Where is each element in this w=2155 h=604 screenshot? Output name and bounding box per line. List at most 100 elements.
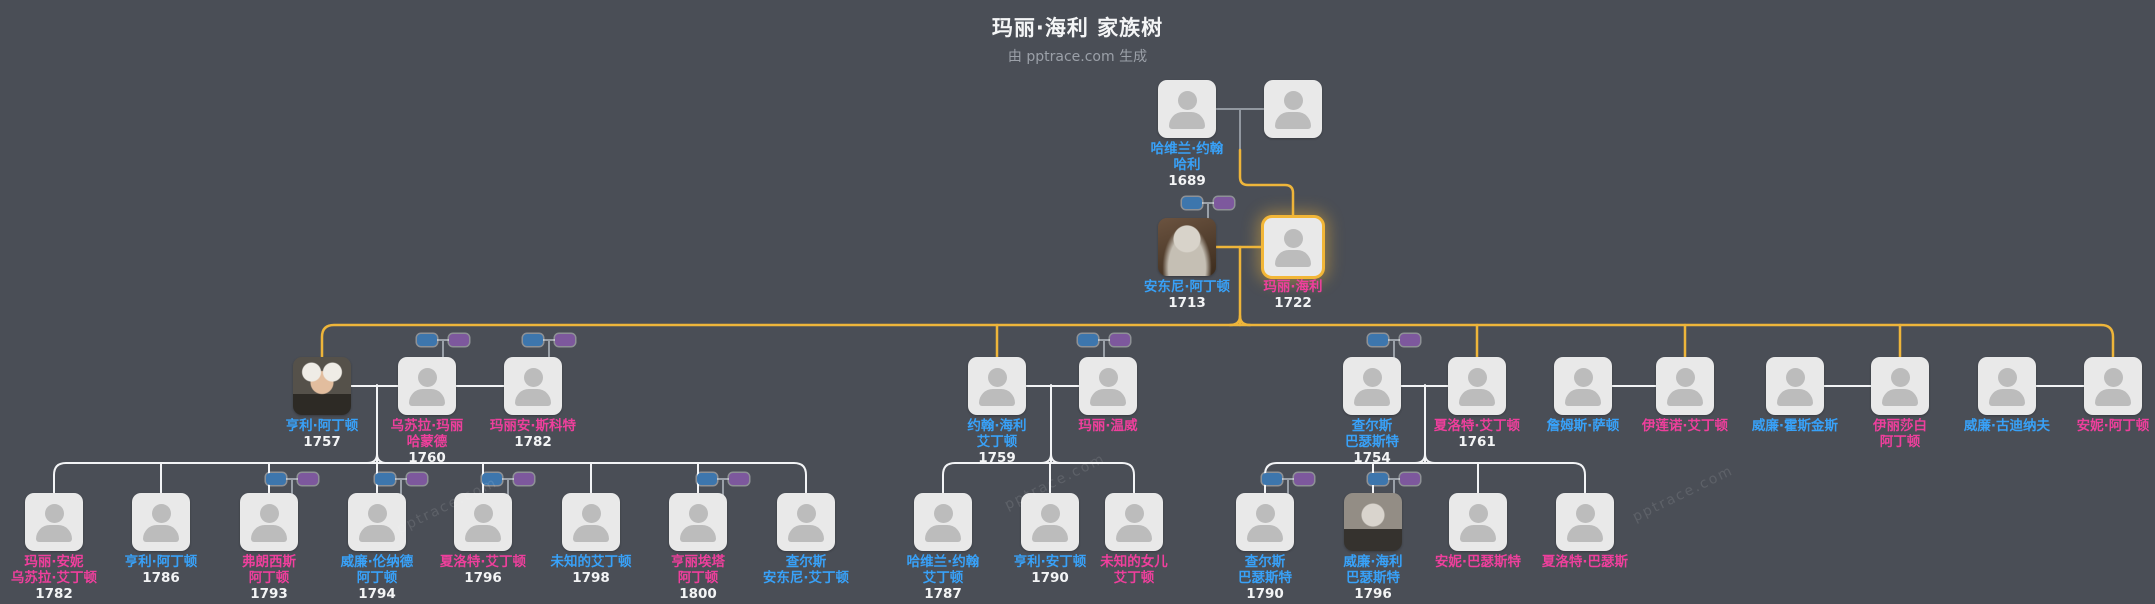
husband-pill-icon <box>1078 334 1098 346</box>
couple-badge[interactable] <box>1368 334 1420 362</box>
person-card[interactable] <box>1264 80 1322 138</box>
person-card[interactable] <box>562 493 620 551</box>
person-card[interactable] <box>1021 493 1079 551</box>
person-name: 威廉·伦纳德 <box>340 554 414 570</box>
badge-stem <box>400 479 402 501</box>
husband-pill-icon <box>523 334 543 346</box>
person-card[interactable] <box>1449 493 1507 551</box>
person-birth-year: 1713 <box>1168 295 1206 311</box>
person-label: 詹姆斯·萨顿 <box>1517 418 1649 434</box>
husband-pill-icon <box>697 473 717 485</box>
person-card[interactable] <box>1656 357 1714 415</box>
person-card[interactable] <box>1766 357 1824 415</box>
person-card[interactable] <box>1079 357 1137 415</box>
person-card-focused[interactable] <box>1261 215 1325 279</box>
person-name: 未知的艾丁顿 <box>550 554 632 570</box>
person-card[interactable] <box>777 493 835 551</box>
person-name: 安妮·巴瑟斯特 <box>1434 554 1522 570</box>
person-card[interactable] <box>1236 493 1294 551</box>
couple-badge[interactable] <box>523 334 575 362</box>
person-card[interactable] <box>504 357 562 415</box>
badge-link <box>435 339 451 341</box>
person-card[interactable] <box>454 493 512 551</box>
person-card[interactable] <box>132 493 190 551</box>
person-birth-year: 1786 <box>142 570 180 586</box>
person-birth-year: 1782 <box>35 586 73 602</box>
person-card[interactable] <box>1978 357 2036 415</box>
person-card[interactable] <box>914 493 972 551</box>
person-label: 威廉·霍斯金斯 <box>1729 418 1861 434</box>
person-name: 威廉·霍斯金斯 <box>1751 418 1839 434</box>
person-name: 玛丽安·斯科特 <box>489 418 577 434</box>
person-name: 阿丁顿 <box>1879 434 1921 450</box>
wife-pill-icon <box>449 334 469 346</box>
person-name: 艾丁顿 <box>1113 570 1155 586</box>
person-name: 乌苏拉·玛丽 <box>390 418 464 434</box>
badge-stem <box>1393 479 1395 501</box>
person-birth-year: 1754 <box>1353 450 1391 466</box>
couple-badge[interactable] <box>697 473 749 501</box>
person-card[interactable] <box>1343 357 1401 415</box>
couple-badge[interactable] <box>482 473 534 501</box>
badge-stem <box>1103 340 1105 362</box>
badge-link <box>1280 478 1296 480</box>
person-name: 安妮·阿丁顿 <box>2076 418 2150 434</box>
husband-pill-icon <box>266 473 286 485</box>
badge-stem <box>442 340 444 362</box>
person-card[interactable] <box>1105 493 1163 551</box>
person-birth-year: 1722 <box>1274 295 1312 311</box>
person-card[interactable] <box>348 493 406 551</box>
person-card[interactable] <box>1554 357 1612 415</box>
badge-link <box>284 478 300 480</box>
person-card-photo[interactable] <box>293 357 351 415</box>
person-birth-year: 1760 <box>408 450 446 466</box>
husband-pill-icon <box>375 473 395 485</box>
page-subtitle: 由 pptrace.com 生成 <box>1007 49 1148 65</box>
couple-badge[interactable] <box>1262 473 1314 501</box>
couple-badge[interactable] <box>417 334 469 362</box>
person-name: 伊莲诺·艾丁顿 <box>1641 418 1729 434</box>
person-card[interactable] <box>968 357 1026 415</box>
person-card[interactable] <box>398 357 456 415</box>
person-name: 夏洛特·艾丁顿 <box>1433 418 1521 434</box>
person-name: 巴瑟斯特 <box>1238 570 1292 586</box>
person-card[interactable] <box>669 493 727 551</box>
person-label: 玛丽·温威 <box>1042 418 1174 434</box>
wife-pill-icon <box>555 334 575 346</box>
couple-badge[interactable] <box>375 473 427 501</box>
person-birth-year: 1761 <box>1458 434 1496 450</box>
person-birth-year: 1759 <box>978 450 1016 466</box>
person-card-photo[interactable] <box>1158 218 1216 276</box>
couple-badge[interactable] <box>1182 197 1234 225</box>
person-card[interactable] <box>240 493 298 551</box>
couple-badge[interactable] <box>1078 334 1130 362</box>
wife-pill-icon <box>407 473 427 485</box>
person-birth-year: 1787 <box>924 586 962 602</box>
couple-badge[interactable] <box>1368 473 1420 501</box>
badge-link <box>1386 339 1402 341</box>
person-card[interactable] <box>1448 357 1506 415</box>
couple-badge[interactable] <box>266 473 318 501</box>
person-card[interactable] <box>25 493 83 551</box>
person-card[interactable] <box>1871 357 1929 415</box>
person-card[interactable] <box>2084 357 2142 415</box>
person-name: 亨利·安丁顿 <box>1013 554 1087 570</box>
badge-stem <box>1393 340 1395 362</box>
person-card[interactable] <box>1556 493 1614 551</box>
person-name: 亨利·阿丁顿 <box>285 418 359 434</box>
person-card[interactable] <box>1158 80 1216 138</box>
husband-pill-icon <box>417 334 437 346</box>
badge-stem <box>1287 479 1289 501</box>
person-card-photo[interactable] <box>1344 493 1402 551</box>
